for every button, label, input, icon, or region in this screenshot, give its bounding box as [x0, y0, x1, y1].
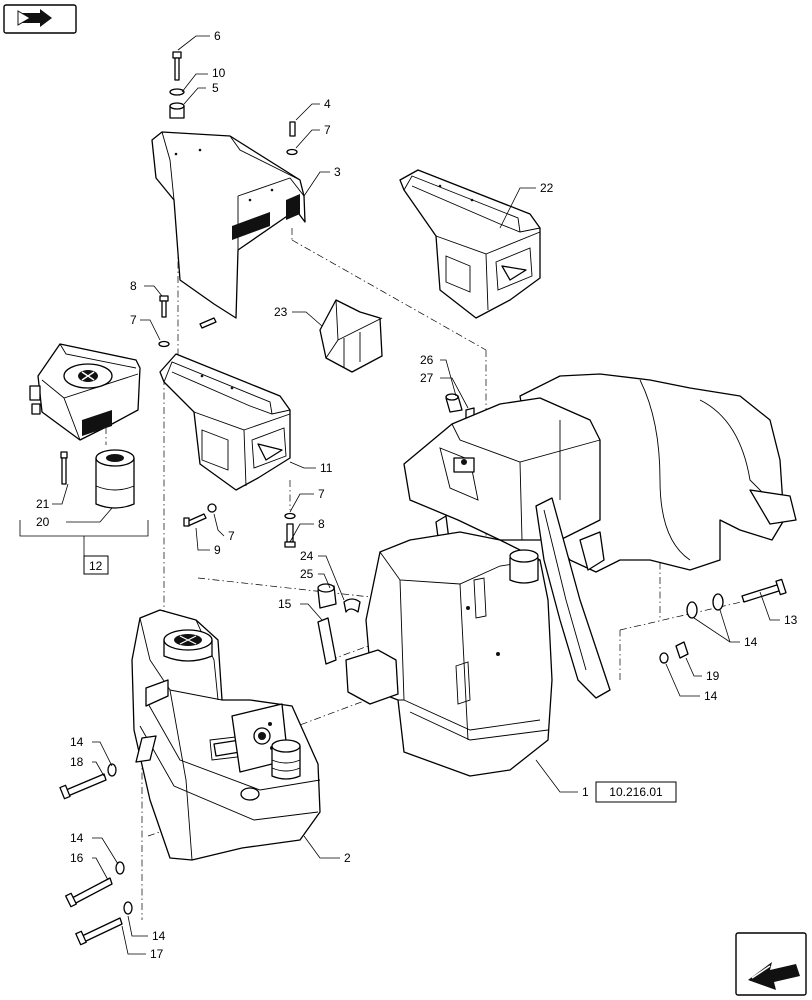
bolt-13 — [741, 578, 787, 603]
callout-14-left-a: 14 — [70, 735, 84, 749]
callout-labels: 6 10 5 4 7 3 22 8 7 23 26 27 11 21 20 7 … — [36, 29, 798, 961]
washer-7-right — [284, 512, 296, 520]
washer-14-left-c — [123, 901, 133, 915]
filter-cartridge-20 — [95, 449, 135, 509]
callout-21: 21 — [36, 497, 50, 511]
strap-15 — [317, 617, 337, 665]
bolt-17 — [75, 917, 123, 946]
callout-23: 23 — [274, 305, 288, 319]
callout-18: 18 — [70, 755, 84, 769]
callout-9: 9 — [214, 543, 221, 557]
bolt-6 — [172, 51, 182, 81]
washer-14-left-a — [107, 763, 117, 777]
main-tank-1 — [345, 373, 797, 777]
callout-14-right: 14 — [744, 635, 758, 649]
bushing-25 — [317, 583, 337, 609]
reference-box-label[interactable]: 10.216.01 — [609, 785, 663, 799]
callout-1: 1 — [582, 785, 589, 799]
callout-2: 2 — [344, 851, 351, 865]
washer-14-right-a — [686, 601, 698, 619]
nut-19 — [675, 641, 689, 659]
callout-11: 11 — [320, 461, 333, 475]
callout-19: 19 — [706, 669, 720, 683]
screw-small — [199, 317, 217, 329]
bolt-21 — [60, 451, 68, 485]
callout-14-left-c: 14 — [152, 929, 166, 943]
callout-7-mid: 7 — [228, 529, 235, 543]
washer-14-right-b — [712, 593, 724, 611]
callout-5: 5 — [212, 81, 219, 95]
callout-3: 3 — [334, 165, 341, 179]
leader-lines — [52, 35, 780, 955]
callout-27: 27 — [420, 371, 434, 385]
callout-10: 10 — [212, 66, 226, 80]
callout-7-left: 7 — [130, 313, 137, 327]
callout-16: 16 — [70, 851, 84, 865]
washer-7-mid — [207, 503, 217, 513]
callout-17: 17 — [150, 947, 164, 961]
callout-7-right: 7 — [318, 487, 325, 501]
callout-7-top: 7 — [324, 123, 331, 137]
callout-14-right-lower: 14 — [704, 689, 718, 703]
filter-housing — [29, 343, 141, 441]
group-bracket-12 — [19, 520, 149, 575]
washer-14-right-c — [659, 652, 669, 664]
secondary-tank-2 — [131, 609, 321, 861]
bushing-5 — [169, 102, 185, 119]
callout-25: 25 — [300, 567, 314, 581]
wedge-block-23 — [319, 299, 383, 373]
bracket-11 — [159, 353, 291, 491]
screw-4 — [289, 121, 296, 137]
page-forward-arrow-icon[interactable] — [735, 932, 807, 996]
reference-link[interactable]: 10.216.01 — [595, 781, 677, 803]
callout-20: 20 — [36, 515, 50, 529]
bracket-22 — [399, 169, 541, 319]
callout-4: 4 — [324, 97, 331, 111]
upper-cover-3 — [151, 131, 306, 319]
bushing-26 — [445, 393, 463, 413]
washer-10 — [169, 88, 185, 96]
callout-13: 13 — [784, 613, 798, 627]
callout-8-right: 8 — [318, 517, 325, 531]
callout-22: 22 — [540, 181, 554, 195]
bolt-18 — [59, 773, 107, 800]
callout-12: 12 — [89, 559, 103, 573]
washer-7-top — [286, 148, 298, 156]
washer-7-left — [158, 340, 170, 348]
callout-14-left-b: 14 — [70, 831, 84, 845]
clamp-24 — [343, 598, 361, 613]
callout-8-top: 8 — [130, 279, 137, 293]
page-back-arrow-icon[interactable] — [3, 4, 77, 34]
bolt-16 — [65, 877, 113, 908]
washer-14-left-b — [115, 861, 125, 875]
callout-15: 15 — [278, 597, 292, 611]
bolt-9 — [183, 513, 207, 527]
callout-24: 24 — [300, 549, 314, 563]
callout-26: 26 — [420, 353, 434, 367]
callout-6: 6 — [214, 29, 221, 43]
bolt-8-left — [159, 295, 169, 318]
